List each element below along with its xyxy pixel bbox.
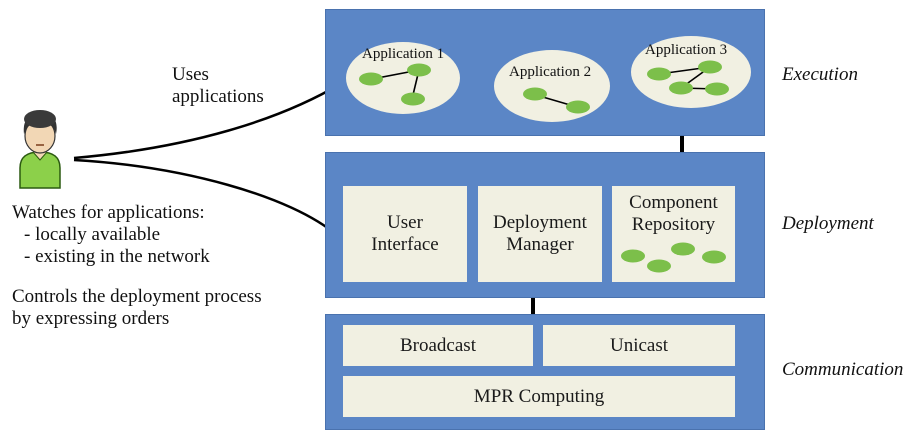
user-interface-line1: User [387, 212, 423, 233]
component-node [705, 82, 729, 96]
application-1 [346, 42, 460, 114]
deployment-layer-label: Deployment [782, 213, 874, 234]
unicast-label: Unicast [609, 334, 669, 356]
watches-item-network: - existing in the network [24, 246, 210, 267]
component-repository-line2: Repository [631, 214, 716, 235]
component-node [671, 242, 695, 256]
mpr-computing-box: MPR Computing [343, 376, 735, 417]
broadcast-box: Broadcast [343, 325, 533, 366]
controls-line2: by expressing orders [12, 308, 170, 329]
deployment-manager-line2: Manager [506, 234, 574, 255]
execution-layer-label: Execution [782, 64, 858, 85]
component-node [359, 72, 383, 86]
component-node [647, 259, 671, 273]
component-node [523, 87, 547, 101]
repository-components [621, 242, 726, 273]
deployment-manager-line1: Deployment [493, 212, 587, 233]
application-2 [494, 50, 610, 122]
watches-item-local: - locally available [24, 224, 161, 245]
watches-label: Watches for applications: - locally avai… [12, 202, 210, 268]
arrow-uses-applications [73, 81, 343, 160]
component-node [621, 249, 645, 263]
user-interface-box: User Interface [343, 186, 467, 282]
broadcast-label: Broadcast [400, 334, 476, 356]
watches-title: Watches for applications: [12, 202, 205, 223]
controls-label: Controls the deployment process by expre… [12, 286, 262, 330]
application-3-label: Application 3 [645, 42, 728, 58]
component-repository-box: Component Repository [612, 186, 735, 282]
controls-line1: Controls the deployment process [12, 286, 262, 307]
component-node [647, 67, 671, 81]
uses-applications-label: Uses applications [172, 64, 264, 108]
mpr-computing-label: MPR Computing [473, 385, 605, 407]
component-node [669, 81, 693, 95]
arrow-controls-deployment [73, 158, 339, 237]
user-interface-line2: Interface [371, 234, 439, 255]
application-2-label: Application 2 [509, 64, 592, 80]
application-3 [631, 36, 751, 108]
component-node [401, 92, 425, 106]
component-node [566, 100, 590, 114]
deployment-manager-box: Deployment Manager [478, 186, 602, 282]
communication-layer-label: Communication [782, 359, 904, 380]
application-1-label: Application 1 [362, 46, 445, 62]
uses-line2: applications [172, 86, 264, 107]
unicast-box: Unicast [543, 325, 735, 366]
component-repository-line1: Component [629, 192, 718, 213]
component-node [698, 60, 722, 74]
component-node [407, 63, 431, 77]
user-icon [19, 110, 61, 189]
uses-line1: Uses [172, 64, 209, 85]
component-node [702, 250, 726, 264]
